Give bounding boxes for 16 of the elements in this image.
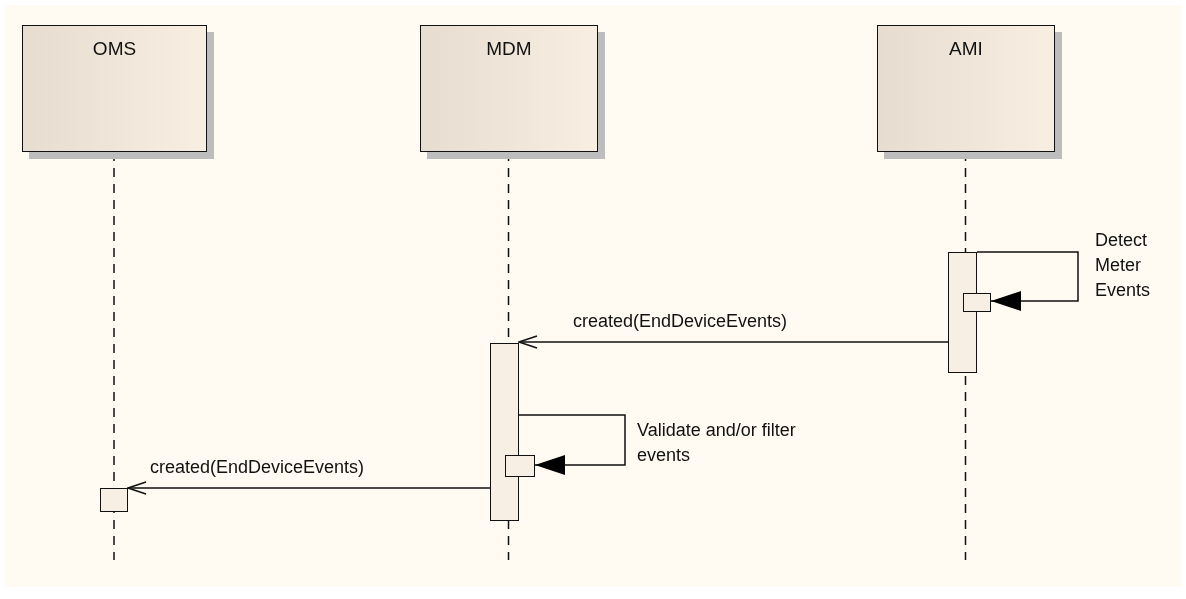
activation-box: [100, 488, 128, 512]
message-arrow: [518, 335, 949, 349]
message-arrow: [127, 481, 491, 495]
message-label: Detect Meter Events: [1095, 229, 1152, 303]
lifeline-name: OMS: [91, 38, 138, 60]
message-label: created(EndDeviceEvents): [150, 456, 365, 479]
lifeline-name: AMI: [948, 38, 984, 60]
activation-bar: [490, 343, 519, 521]
activation-box: [963, 293, 991, 312]
lifeline-name: MDM: [485, 38, 533, 60]
activation-bar: [948, 252, 977, 373]
activation-box: [505, 455, 535, 477]
message-label: Validate and/or filter events: [637, 419, 797, 468]
self-message-arrow: [976, 251, 1079, 311]
message-label: created(EndDeviceEvents): [573, 310, 788, 333]
self-message-arrow: [518, 414, 626, 475]
